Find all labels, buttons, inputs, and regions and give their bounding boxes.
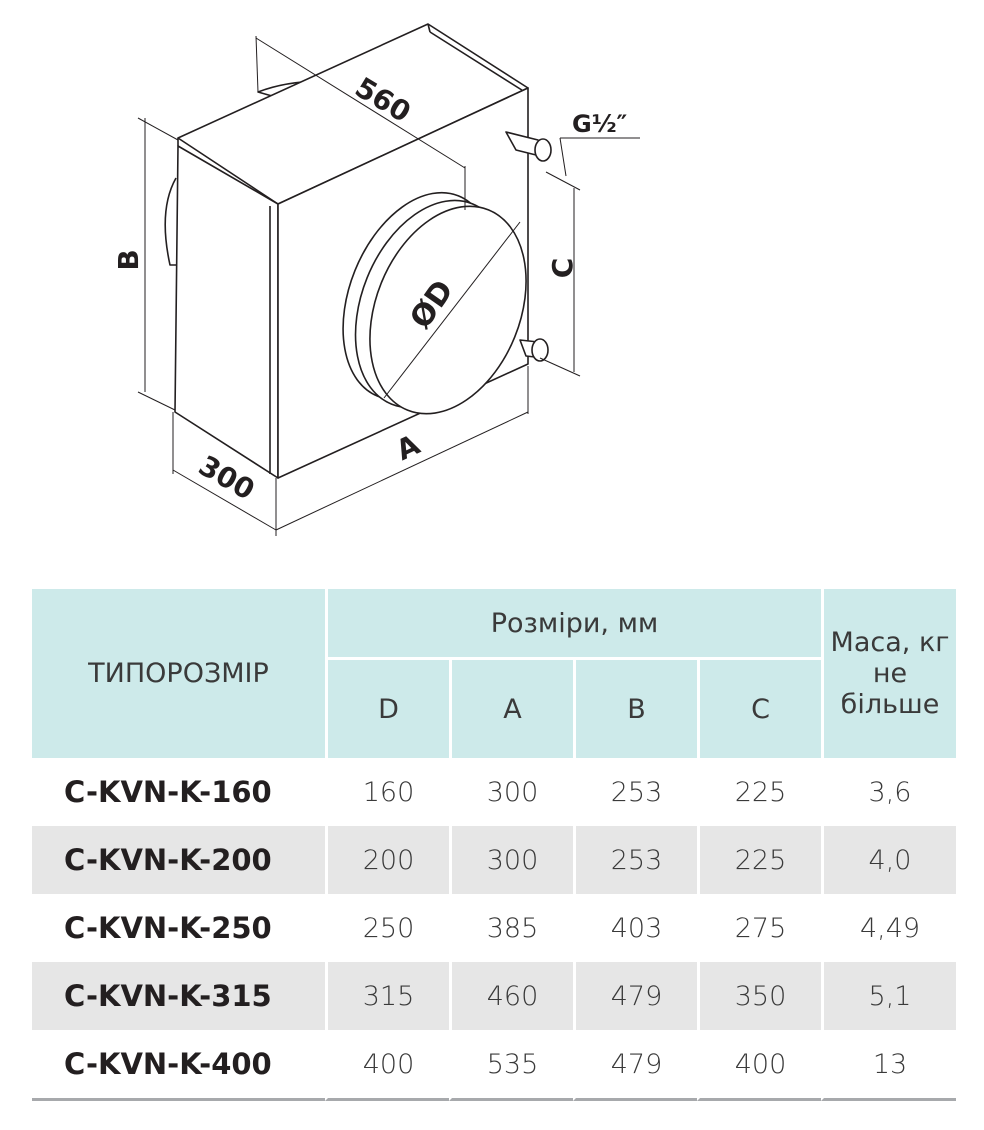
- row-b: 253: [573, 826, 697, 894]
- row-a: 300: [449, 758, 573, 826]
- row-d: 200: [325, 826, 449, 894]
- row-model: C-KVN-K-160: [64, 775, 272, 809]
- row-c: 400: [697, 1030, 821, 1101]
- row-mass: 4,49: [821, 894, 956, 962]
- row-a: 460: [449, 962, 573, 1030]
- row-a: 300: [449, 826, 573, 894]
- row-mass: 5,1: [821, 962, 956, 1030]
- row-model: C-KVN-K-200: [32, 826, 325, 894]
- row-d: 160: [325, 758, 449, 826]
- technical-drawing: 560 G½″ B C ØD A 300: [112, 23, 640, 536]
- row-b: 253: [573, 758, 697, 826]
- row-c: 350: [697, 962, 821, 1030]
- table-row: C-KVN-K-400 400 535 479 400 13: [32, 1030, 956, 1101]
- dim-thread-label: G½″: [572, 110, 628, 138]
- row-c: 225: [697, 826, 821, 894]
- row-d: 400: [325, 1030, 449, 1101]
- dim-a-label: A: [391, 428, 425, 467]
- row-model: C-KVN-K-400: [32, 1030, 325, 1101]
- header-col-a: A: [449, 657, 573, 758]
- dim-c-label: C: [546, 258, 579, 279]
- spigot-front-ring: [369, 205, 527, 415]
- row-a: 385: [449, 894, 573, 962]
- row-c: 275: [697, 894, 821, 962]
- row-b: 479: [573, 1030, 697, 1101]
- table-row: C-KVN-K-200 200 300 253 225 4,0: [32, 826, 956, 894]
- header-col-b: B: [573, 657, 697, 758]
- row-a: 535: [449, 1030, 573, 1101]
- row-model: C-KVN-K-250: [64, 911, 272, 945]
- header-dimensions: Розміри, мм: [325, 589, 821, 657]
- table-row: C-KVN-K-250 250 385 403 275 4,49: [32, 894, 956, 962]
- header-col-c: C: [697, 657, 821, 758]
- header-col-d: D: [325, 657, 449, 758]
- row-mass: 13: [821, 1030, 956, 1101]
- row-mass: 4,0: [821, 826, 956, 894]
- row-b: 403: [573, 894, 697, 962]
- row-c: 225: [697, 758, 821, 826]
- row-b: 479: [573, 962, 697, 1030]
- row-mass: 3,6: [821, 758, 956, 826]
- table-row: C-KVN-K-160 160 300 253 225 3,6: [32, 758, 956, 826]
- spec-table: ТИПОРОЗМІР Розміри, мм Маса, кг не більш…: [32, 589, 956, 1101]
- header-type: ТИПОРОЗМІР: [32, 589, 325, 758]
- header-mass: Маса, кг не більше: [821, 589, 956, 758]
- row-d: 250: [325, 894, 449, 962]
- table-row: C-KVN-K-315 315 460 479 350 5,1: [32, 962, 956, 1030]
- dim-b-label: B: [112, 249, 145, 270]
- box-side-face: [174, 145, 279, 479]
- row-d: 315: [325, 962, 449, 1030]
- row-model: C-KVN-K-315: [32, 962, 325, 1030]
